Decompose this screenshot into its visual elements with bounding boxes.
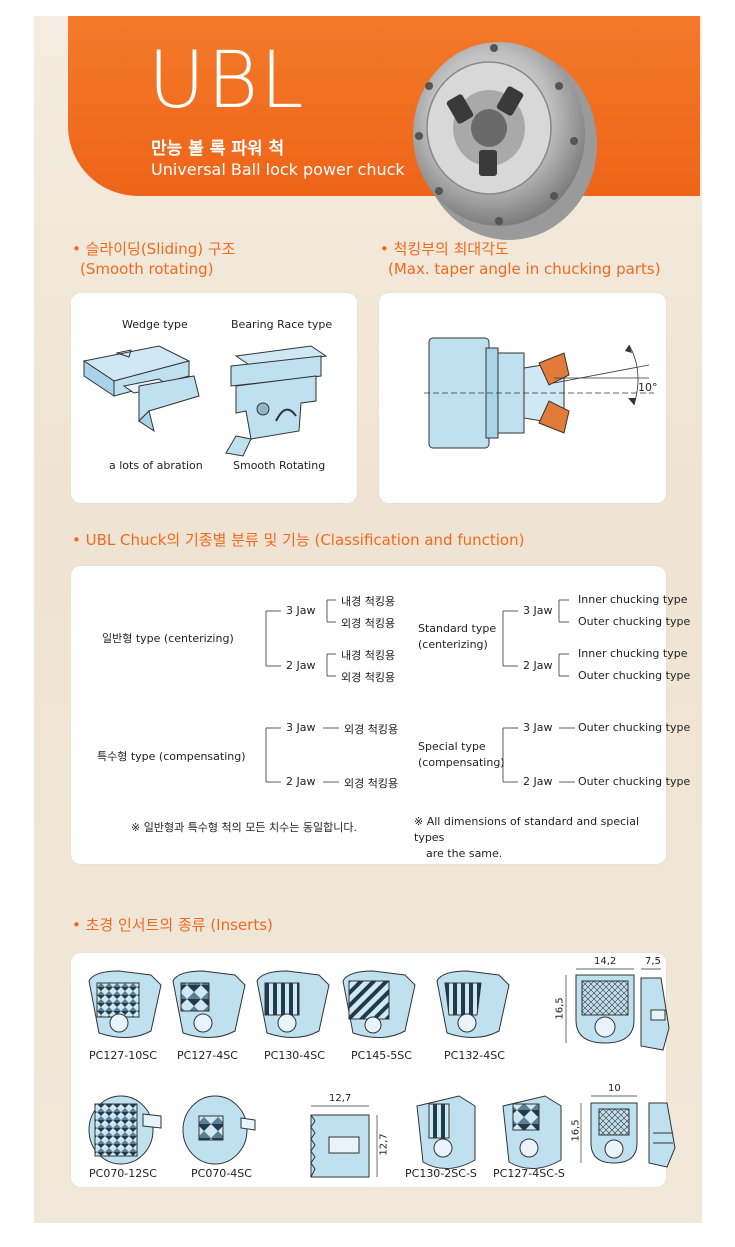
insert-label: PC070-12SC [89, 1167, 157, 1180]
hero-banner: UBL 만능 볼 록 파워 척 Universal Ball lock powe… [68, 16, 700, 196]
insert-label: PC130-2SC-S [405, 1167, 477, 1180]
wedge-type-label: Wedge type [122, 318, 188, 331]
chuck-photo [413, 42, 597, 240]
dim-10: 10 [608, 1083, 621, 1094]
left-general-3jaw: 3 Jaw [286, 604, 316, 617]
inserts-section-title: • 초경 인서트의 종류 (Inserts) [72, 916, 273, 934]
product-title: UBL [148, 36, 306, 126]
dim-7-5: 7,5 [645, 956, 661, 967]
standard-type-label: Standard type [418, 622, 497, 635]
left-2jaw-inner: 내경 척킹용 [341, 649, 396, 662]
taper-title-en: (Max. taper angle in chucking parts) [388, 260, 661, 278]
dim-14-2: 14,2 [594, 956, 617, 967]
left-special-3jaw-outer: 외경 척킹용 [344, 723, 399, 736]
classification-card: 일반형 type (centerizing) 3 Jaw 2 Jaw 내경 척킹… [71, 566, 690, 864]
bearing-caption: Smooth Rotating [233, 459, 326, 472]
taper-angle: 10° [638, 381, 658, 394]
left-2jaw-outer: 외경 척킹용 [341, 671, 396, 684]
sliding-card: Wedge type Bearing Race type a lots of a… [71, 293, 357, 503]
taper-card: 10° [379, 293, 666, 503]
wedge-diagram [82, 345, 200, 433]
insert-label: PC070-4SC [191, 1167, 252, 1180]
special-type-label-en: Special type [418, 740, 486, 753]
right-3jaw-outer: Outer chucking type [578, 615, 691, 628]
right-2jaw-outer: Outer chucking type [578, 669, 691, 682]
inserts-card: 14,2 7,5 16,5 12,7 12,7 10 16,5 PC127-10… [71, 953, 676, 1187]
special-type-sub-en: (compensating) [418, 756, 505, 769]
sliding-title-ko: • 슬라이딩(Sliding) 구조 [72, 240, 236, 258]
taper-title-ko: • 척킹부의 최대각도 [380, 240, 509, 258]
right-special-3jaw-outer: Outer chucking type [578, 721, 691, 734]
dim-16-5-b: 16,5 [570, 1119, 582, 1142]
note-en-line-2: are the same. [426, 847, 503, 860]
taper-section-title: • 척킹부의 최대각도 (Max. taper angle in chuckin… [380, 239, 661, 279]
insert-label: PC127-10SC [89, 1049, 157, 1062]
classification-section-title: • UBL Chuck의 기종별 분류 및 기능 (Classification… [72, 531, 525, 549]
right-standard-3jaw: 3 Jaw [523, 604, 553, 617]
special-type-label: 특수형 type (compensating) [97, 750, 246, 763]
dim-12-7-a: 12,7 [329, 1093, 352, 1104]
right-special-2jaw-outer: Outer chucking type [578, 775, 691, 788]
insert-label: PC130-4SC [264, 1049, 325, 1062]
insert-label: PC145-5SC [351, 1049, 412, 1062]
left-3jaw-inner: 내경 척킹용 [341, 595, 396, 608]
insert-label: PC127-4SC-S [493, 1167, 565, 1180]
note-ko: ※ 일반형과 특수형 척의 모든 치수는 동일합니다. [131, 821, 357, 834]
left-special-2jaw-outer: 외경 척킹용 [344, 777, 399, 790]
insert-label: PC132-4SC [444, 1049, 505, 1062]
right-standard-2jaw: 2 Jaw [523, 659, 553, 672]
general-type-label: 일반형 type (centerizing) [102, 632, 234, 645]
insert-label: PC127-4SC [177, 1049, 238, 1062]
note-en-line-1: ※ All dimensions of standard and special… [414, 815, 640, 844]
note-en: ※ All dimensions of standard and special… [414, 814, 666, 862]
taper-diagram [424, 337, 654, 449]
left-general-2jaw: 2 Jaw [286, 659, 316, 672]
product-subtitle-en: Universal Ball lock power chuck [151, 160, 405, 179]
left-3jaw-outer: 외경 척킹용 [341, 617, 396, 630]
left-special-3jaw: 3 Jaw [286, 721, 316, 734]
product-subtitle-ko: 만능 볼 록 파워 척 [151, 139, 285, 159]
dim-16-5-a: 16,5 [554, 997, 566, 1020]
bearing-type-label: Bearing Race type [231, 318, 333, 331]
right-3jaw-inner: Inner chucking type [578, 593, 688, 606]
wedge-caption: a lots of abration [109, 459, 203, 472]
standard-type-sub: (centerizing) [418, 638, 488, 651]
bearing-diagram [225, 345, 328, 457]
sliding-title-en: (Smooth rotating) [80, 260, 214, 278]
right-2jaw-inner: Inner chucking type [578, 647, 688, 660]
inserts-drawings [88, 968, 676, 1178]
dim-12-7-b: 12,7 [378, 1133, 390, 1156]
classification-tree-lines [265, 599, 575, 783]
right-special-2jaw: 2 Jaw [523, 775, 553, 788]
right-special-3jaw: 3 Jaw [523, 721, 553, 734]
sliding-section-title: • 슬라이딩(Sliding) 구조 (Smooth rotating) [72, 239, 235, 279]
catalog-page: UBL 만능 볼 록 파워 척 Universal Ball lock powe… [34, 16, 702, 1223]
left-special-2jaw: 2 Jaw [286, 775, 316, 788]
